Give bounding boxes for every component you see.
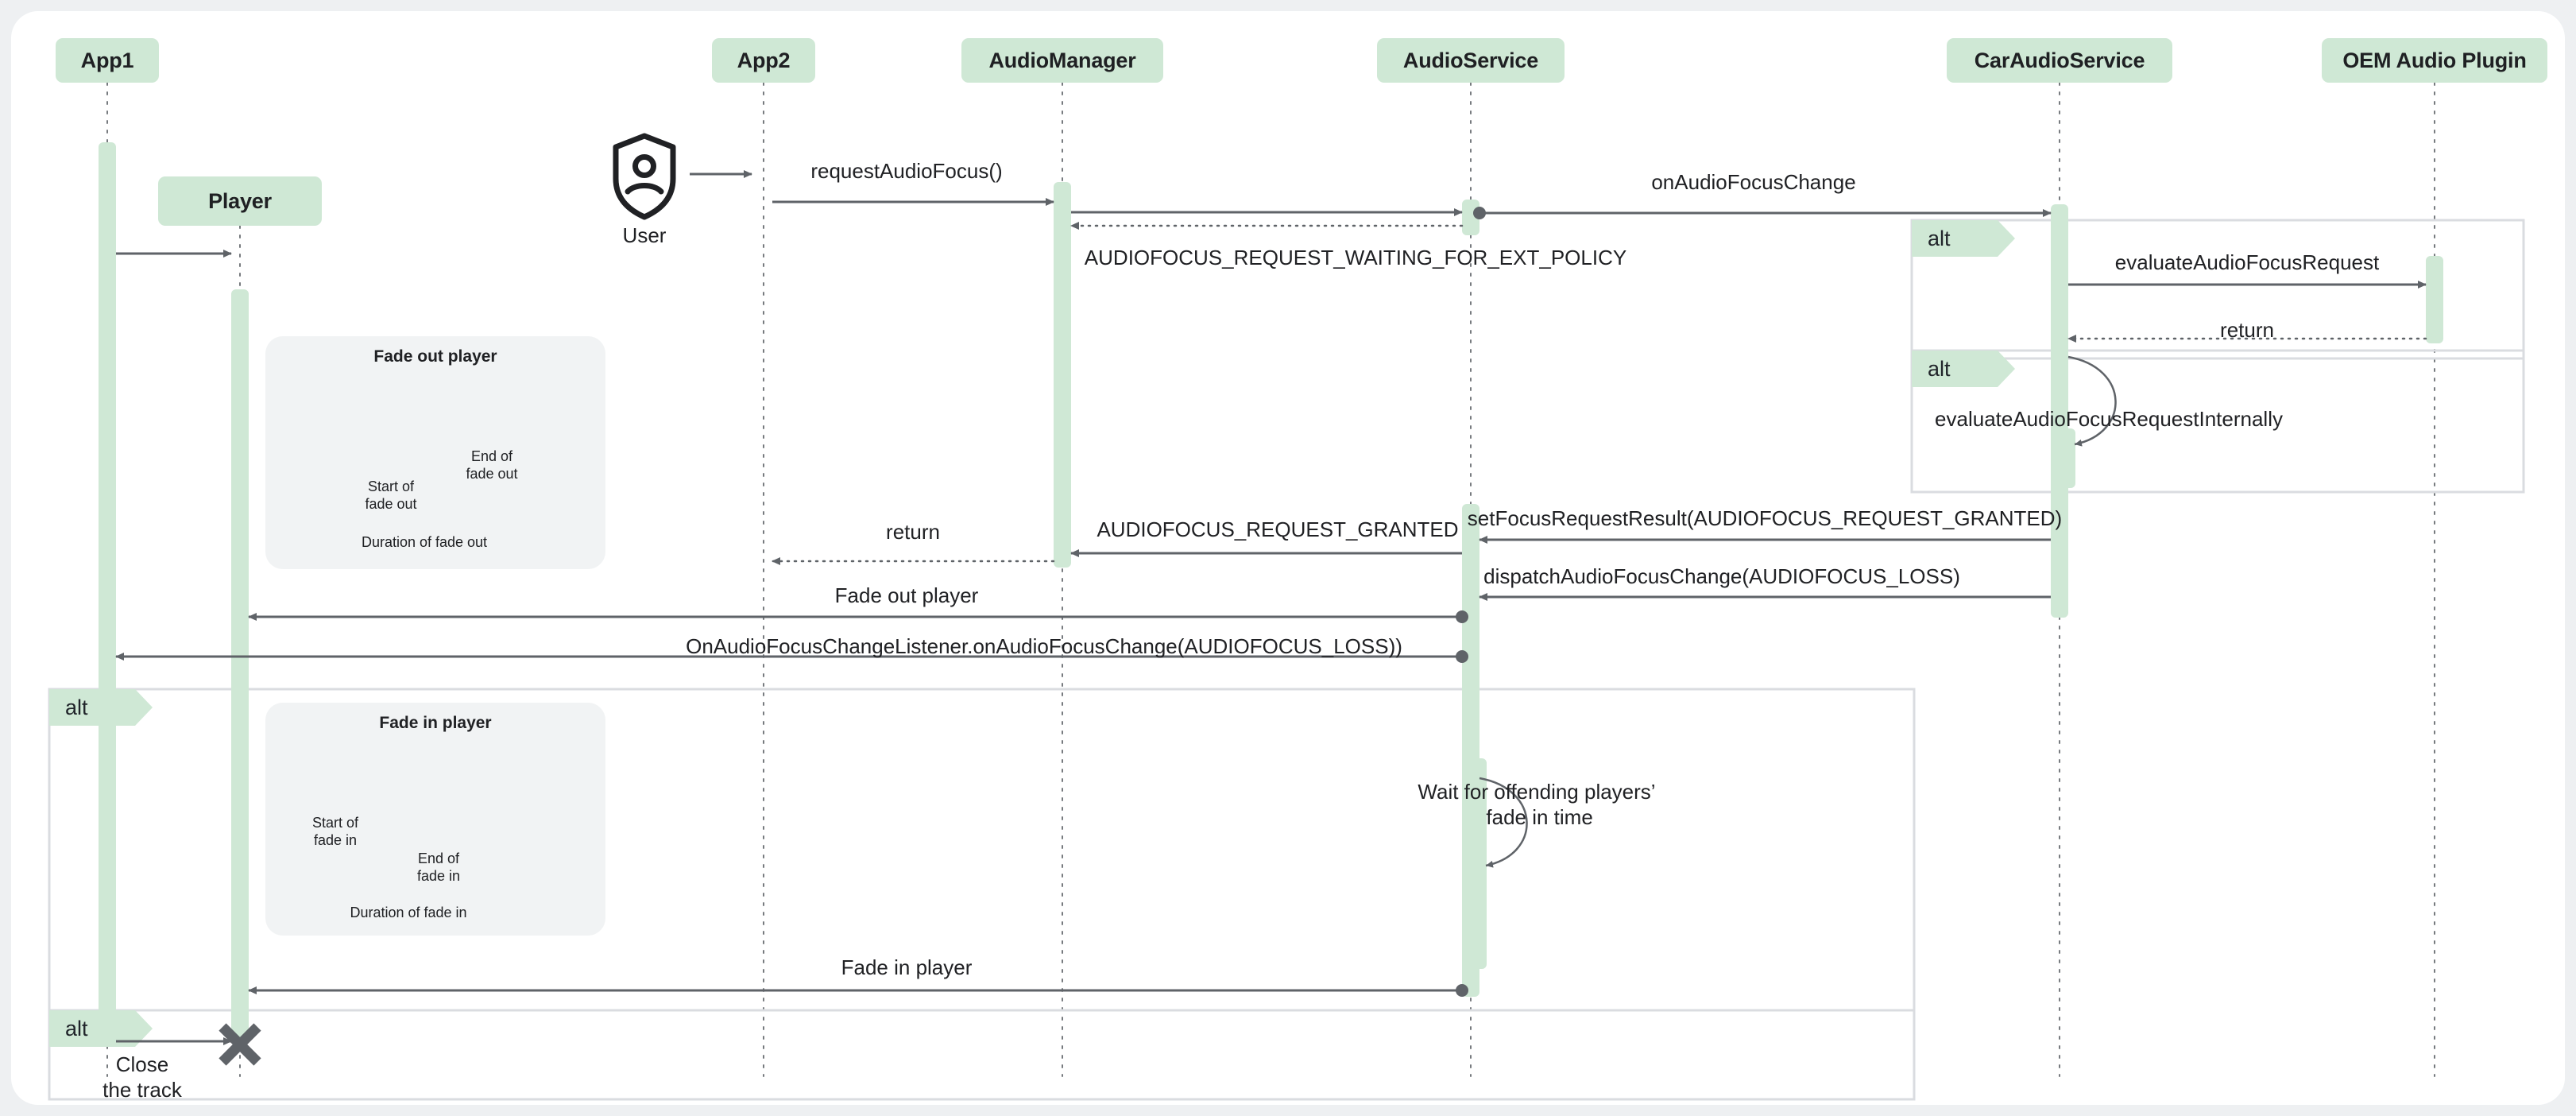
participant-app2[interactable]: App2 bbox=[712, 38, 815, 83]
fragment-alt-close2 bbox=[48, 1009, 1916, 1101]
activation-act-oemplugin bbox=[2426, 256, 2443, 343]
fragment-operator-label-alt-close2: alt bbox=[65, 1016, 88, 1040]
fragment-alt-oem2 bbox=[1910, 349, 2525, 494]
participant-caraudio[interactable]: CarAudioService bbox=[1947, 38, 2172, 83]
activation-act-audiomgr bbox=[1054, 182, 1071, 568]
activation-act-caraudio bbox=[2051, 204, 2068, 618]
message-label-m-dispatch-loss: dispatchAudioFocusChange(AUDIOFOCUS_LOSS… bbox=[1483, 564, 1960, 588]
fragment-operator-shape bbox=[1912, 351, 2015, 387]
message-line-m-wait-fadein bbox=[1479, 777, 1528, 868]
actor-label-user: User bbox=[622, 223, 667, 247]
fragment-operator-label-alt-close: alt bbox=[65, 695, 88, 719]
fade-in-card bbox=[265, 703, 605, 936]
activation-act-caraudio2 bbox=[2058, 428, 2075, 488]
message-label-m-onfocuschange: onAudioFocusChange bbox=[1651, 170, 1856, 194]
fade-out-card-annotation-2: Duration of fade out bbox=[361, 534, 488, 550]
message-label-m-wait-fadein: Wait for offending players’ fade in time bbox=[1418, 780, 1656, 829]
message-label-m-request-focus: requestAudioFocus() bbox=[810, 159, 1003, 183]
participant-label: AudioManager bbox=[988, 48, 1136, 72]
participant-oemplugin[interactable]: OEM Audio Plugin bbox=[2322, 38, 2547, 83]
fade-out-card-annotation-1: End of fade out bbox=[466, 448, 518, 482]
message-origin-dot bbox=[1456, 984, 1468, 997]
message-label-m-listener-loss: OnAudioFocusChangeListener.onAudioFocusC… bbox=[686, 634, 1402, 658]
participant-audiomgr[interactable]: AudioManager bbox=[961, 38, 1163, 83]
participant-label: OEM Audio Plugin bbox=[2342, 48, 2527, 72]
participant-audiosvc[interactable]: AudioService bbox=[1377, 38, 1565, 83]
destruction-marker-icon bbox=[219, 1023, 261, 1066]
activation-act-player-1 bbox=[231, 289, 249, 1040]
participant-app1[interactable]: App1 bbox=[56, 38, 159, 83]
fade-in-card-annotation-1: End of fade in bbox=[416, 851, 461, 885]
fragment-operator-label-alt-oem: alt bbox=[1928, 226, 1951, 250]
actor-icon-group bbox=[613, 133, 676, 220]
message-label-m-close-track: Close the track bbox=[102, 1052, 182, 1102]
message-origin-dot bbox=[1456, 650, 1468, 663]
message-label-m-fadeout-player: Fade out player bbox=[834, 583, 979, 607]
message-arrows-group bbox=[115, 170, 2427, 1045]
fragment-operator-label-alt-oem2: alt bbox=[1928, 356, 1951, 381]
activation-act-audiosvc3 bbox=[1469, 758, 1487, 969]
message-label-m-setfocusresult: setFocusRequestResult(AUDIOFOCUS_REQUEST… bbox=[1467, 506, 2063, 530]
activations-group bbox=[99, 142, 2443, 1040]
fade-in-card-annotation-0: Start of fade in bbox=[311, 815, 359, 849]
message-label-m-granted: AUDIOFOCUS_REQUEST_GRANTED bbox=[1097, 517, 1459, 541]
participant-label: App1 bbox=[80, 48, 134, 72]
participant-label: CarAudioService bbox=[1974, 48, 2145, 72]
shield-person-icon bbox=[613, 133, 676, 220]
fade-out-card bbox=[265, 336, 605, 569]
message-label-m-fadein-player: Fade in player bbox=[841, 955, 973, 979]
sequence-diagram-svg bbox=[48, 82, 2525, 1101]
participant-label: AudioService bbox=[1402, 48, 1539, 72]
message-label-m-eval-return: return bbox=[2220, 318, 2274, 342]
message-label-m-return-app2: return bbox=[886, 520, 940, 544]
destruction-marker-group bbox=[219, 1023, 261, 1066]
participant-player[interactable]: Player bbox=[158, 176, 322, 226]
message-label-m-eval-request: evaluateAudioFocusRequest bbox=[2114, 250, 2380, 274]
message-label-m-eval-internal: evaluateAudioFocusRequestInternally bbox=[1935, 407, 2283, 431]
message-line-m-eval-internal bbox=[2067, 355, 2117, 447]
activation-act-app1 bbox=[99, 142, 116, 1040]
message-origin-dot bbox=[1473, 207, 1486, 219]
fragment-operator-shape bbox=[1912, 220, 2015, 257]
fragment-alt-oem bbox=[1910, 219, 2525, 360]
participant-label: App2 bbox=[737, 48, 791, 72]
fade-out-card-title: Fade out player bbox=[373, 347, 497, 366]
message-origin-dot bbox=[1456, 610, 1468, 623]
participant-label: Player bbox=[208, 188, 272, 213]
fade-out-card-annotation-0: Start of fade out bbox=[365, 479, 417, 513]
message-label-m-waiting-policy: AUDIOFOCUS_REQUEST_WAITING_FOR_EXT_POLIC… bbox=[1084, 246, 1627, 269]
fade-in-card-title: Fade in player bbox=[379, 714, 492, 732]
fade-in-card-annotation-2: Duration of fade in bbox=[350, 905, 467, 920]
